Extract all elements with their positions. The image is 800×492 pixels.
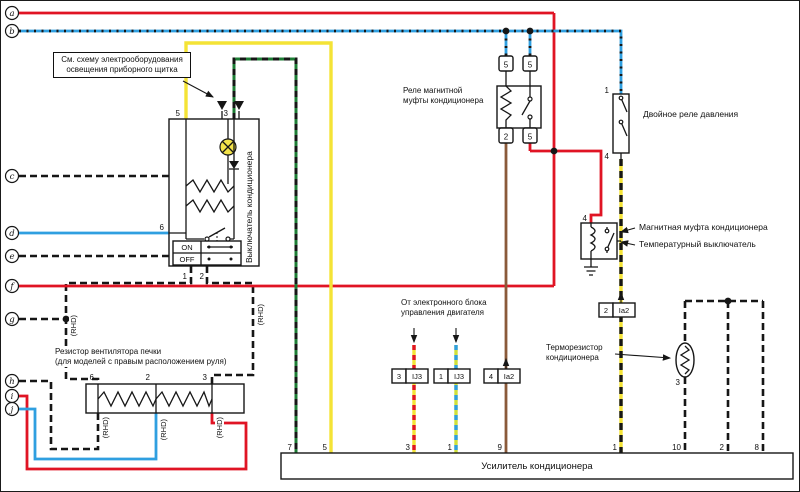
temp-label-arrow bbox=[619, 240, 636, 247]
relay-pin-tl: 5 bbox=[504, 61, 509, 70]
pressure-pin-top: 1 bbox=[605, 86, 610, 95]
junction-dots bbox=[62, 27, 732, 323]
terminal-letters: a b c d e f g h i j bbox=[9, 9, 16, 415]
ia2-pressure-pin: 2 bbox=[604, 306, 608, 315]
terminal-letter: g bbox=[9, 315, 15, 325]
callout-note: См. схему электрооборудования освещения … bbox=[53, 52, 191, 78]
thermistor-pin: 3 bbox=[676, 378, 681, 387]
amplifier-label: Усилитель кондиционера bbox=[481, 461, 593, 472]
diode-icon bbox=[229, 161, 239, 169]
heater-resistor-label-line1: Резистор вентилятора печки bbox=[55, 347, 162, 356]
terminal-letter: e bbox=[9, 252, 14, 262]
resistor-pin2: 2 bbox=[146, 373, 151, 382]
rhd-label: (RHD) bbox=[69, 315, 78, 337]
clutch-relay-label-line2: муфты кондиционера bbox=[403, 96, 484, 105]
amplifier-box bbox=[280, 452, 794, 480]
ij3-right-box bbox=[447, 368, 471, 384]
contact-dots bbox=[204, 95, 624, 252]
ecu-label-line1: От электронного блока bbox=[401, 298, 487, 307]
clutch-relay-label-line1: Реле магнитной bbox=[403, 86, 463, 95]
ecu-label-line2: управления двигателя bbox=[401, 308, 485, 317]
rhd-label: (RHD) bbox=[256, 304, 265, 326]
switch-pin1-label: 1 bbox=[183, 272, 188, 281]
resistor-pin6: 6 bbox=[90, 373, 95, 382]
ia2-brown-pin: 4 bbox=[489, 372, 493, 381]
terminal-letter: c bbox=[10, 172, 15, 182]
ij3-right-pin: 1 bbox=[439, 372, 443, 381]
callout-arrow bbox=[182, 80, 214, 98]
magnetic-clutch-box bbox=[580, 222, 618, 260]
feed-arrow-icon bbox=[217, 101, 227, 110]
magnetic-clutch-label: Магнитная муфта кондиционера bbox=[639, 222, 768, 233]
left-terminals bbox=[4, 5, 20, 417]
ia2-pressure-box bbox=[612, 302, 636, 318]
heater-resistor-label: Резистор вентилятора печки (для моделей … bbox=[55, 347, 227, 367]
heater-resistor-label-line2: (для моделей с правым расположением руля… bbox=[55, 357, 227, 366]
diode-triangles bbox=[217, 101, 244, 169]
terminal-letter: h bbox=[9, 377, 14, 387]
component-internals bbox=[97, 71, 691, 413]
ij3-left-box bbox=[405, 368, 429, 384]
feed-arrow-icon bbox=[234, 101, 244, 110]
pointer-arrows bbox=[182, 80, 672, 369]
switch-pin2-label: 2 bbox=[200, 272, 205, 281]
ij3-right-name: IJ3 bbox=[454, 372, 464, 381]
amp-pin: 3 bbox=[406, 443, 411, 452]
callout-line1: См. схему электрооборудования bbox=[61, 55, 183, 64]
callout-line2: освещения приборного щитка bbox=[66, 65, 178, 74]
thermistor-body bbox=[675, 342, 695, 378]
pressure-pin-bottom: 4 bbox=[605, 152, 610, 161]
on-label: ON bbox=[181, 243, 192, 252]
rhd-label: (RHD) bbox=[159, 419, 168, 441]
ac-switch-label: Выключатель кондиционера bbox=[244, 127, 254, 263]
ia2-brown-box bbox=[497, 368, 521, 384]
ij3-left-pin: 3 bbox=[397, 372, 401, 381]
clutch-label-arrow bbox=[619, 226, 636, 234]
relay-pin-bl: 2 bbox=[504, 133, 509, 142]
terminal-letter: b bbox=[9, 27, 14, 37]
rhd-label: (RHD) bbox=[215, 417, 224, 439]
ij3-left-name: IJ3 bbox=[412, 372, 422, 381]
switch-pin3-label: 3 bbox=[224, 109, 229, 118]
clutch-relay-label: Реле магнитной муфты кондиционера bbox=[403, 86, 484, 106]
terminal-letter: a bbox=[9, 9, 14, 19]
ecu-label: От электронного блока управления двигате… bbox=[401, 298, 487, 318]
thermistor-label-line2: кондиционера bbox=[546, 353, 599, 362]
pin-numbers: 5 3 6 1 2 ON OFF 5 5 2 5 1 4 4 3 6 2 3 3… bbox=[90, 61, 760, 453]
thermistor-label: Терморезистор кондиционера bbox=[546, 343, 603, 363]
amp-pin: 7 bbox=[288, 443, 293, 452]
black-dashed-wires bbox=[19, 174, 765, 453]
ia2-brown-name: Ia2 bbox=[504, 372, 514, 381]
amp-pin: 10 bbox=[672, 443, 681, 452]
amp-pin: 5 bbox=[323, 443, 328, 452]
clutch-pin: 4 bbox=[583, 214, 588, 223]
switch-pin6-label: 6 bbox=[160, 223, 165, 232]
table-state-dots bbox=[207, 245, 233, 261]
switch-pin5-label: 5 bbox=[176, 109, 181, 118]
amp-pin: 8 bbox=[755, 443, 760, 452]
thermistor-label-arrow bbox=[614, 353, 672, 361]
terminal-letter: j bbox=[9, 405, 14, 415]
rhd-label: (RHD) bbox=[101, 417, 110, 439]
amp-pin: 1 bbox=[448, 443, 453, 452]
relay-pin-br: 5 bbox=[528, 133, 533, 142]
thermistor-label-line1: Терморезистор bbox=[546, 343, 603, 352]
amp-pin: 9 bbox=[498, 443, 503, 452]
resistor-pin3: 3 bbox=[203, 373, 208, 382]
amp-pin: 1 bbox=[613, 443, 618, 452]
amp-pin: 2 bbox=[720, 443, 725, 452]
terminal-letter: f bbox=[9, 282, 15, 292]
temp-switch-label: Температурный выключатель bbox=[639, 239, 756, 250]
relay-pin-tr: 5 bbox=[528, 61, 533, 70]
blue-wires bbox=[19, 29, 623, 461]
ia2-pressure-name: Ia2 bbox=[619, 306, 629, 315]
terminal-letter: d bbox=[9, 229, 15, 239]
off-label: OFF bbox=[180, 255, 195, 264]
pressure-relay-label: Двойное реле давления bbox=[643, 109, 739, 120]
terminal-letter: i bbox=[11, 392, 14, 402]
